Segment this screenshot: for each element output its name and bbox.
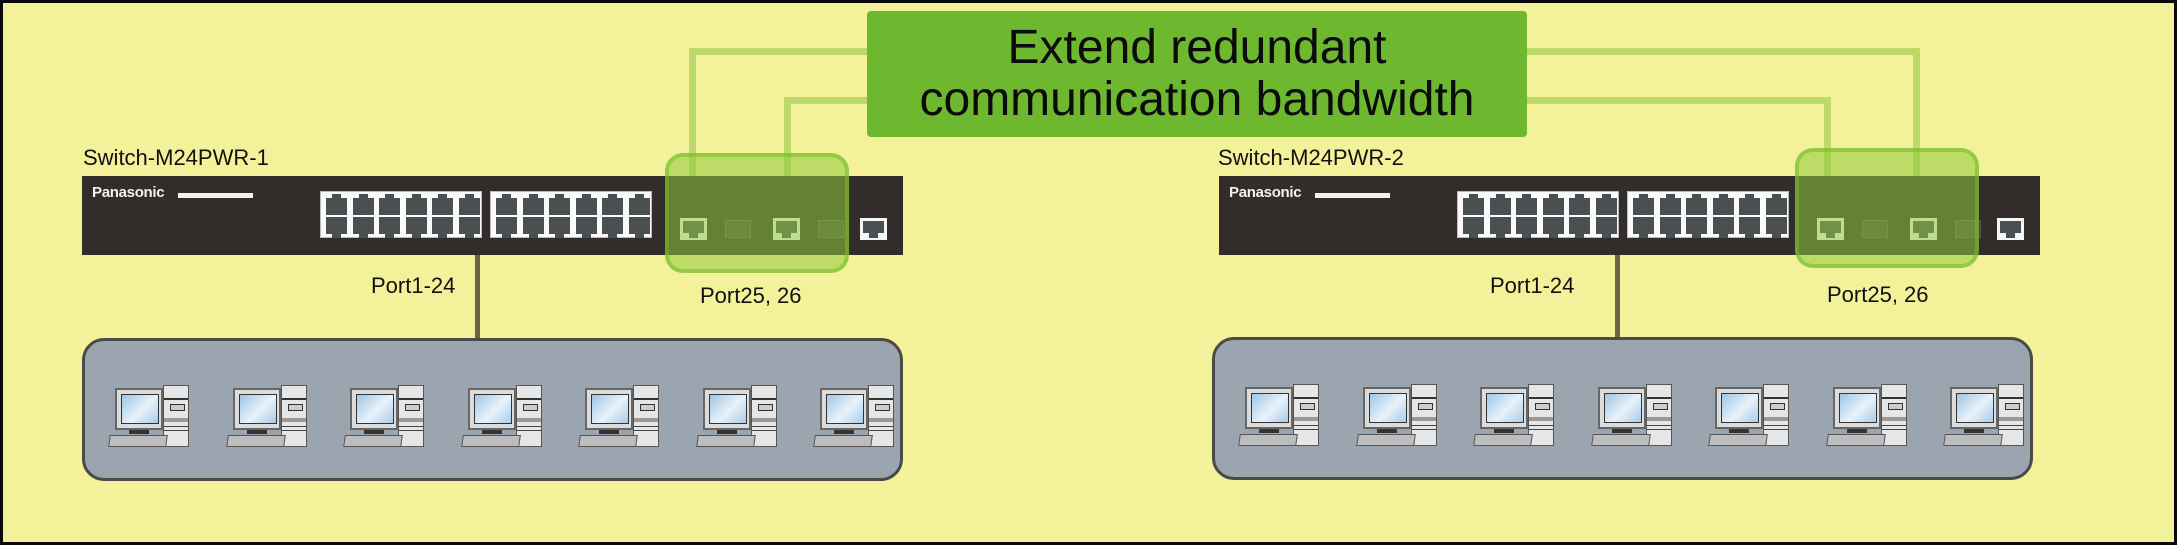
rj45-port-icon (1569, 194, 1590, 215)
rj45-port-icon (628, 194, 650, 215)
brand-logo: Panasonic (1229, 184, 1302, 201)
rj45-port-icon (1542, 217, 1564, 238)
desktop-computer-icon (578, 385, 663, 449)
rj45-port-icon (496, 194, 517, 215)
switch-1-label: Switch-M24PWR-1 (83, 145, 269, 170)
uplink-highlight-2 (1795, 148, 1979, 268)
link-line-bottom-horizontal-right (1525, 97, 1831, 104)
rj45-port-icon (522, 217, 544, 238)
rj45-port-icon (1712, 194, 1734, 215)
rj45-port-icon (1633, 217, 1654, 238)
title-line-1: Extend redundant (1007, 21, 1387, 74)
rj45-port-icon (496, 217, 517, 238)
rj45-port-icon (575, 194, 597, 215)
switch-2-downlink-label: Port1-24 (1490, 273, 1575, 298)
rj45-port-icon (432, 194, 453, 215)
rj45-port-icon (1686, 194, 1707, 215)
brand-bar (178, 193, 253, 198)
switch-1-cable (475, 255, 480, 339)
rj45-port-icon (1739, 217, 1760, 238)
rj45-port-icon (352, 217, 374, 238)
port-block-2 (1627, 191, 1789, 238)
desktop-computer-icon (695, 385, 781, 449)
brand-bar (1315, 193, 1390, 198)
rj45-port-icon (326, 217, 347, 238)
port-block-2 (490, 191, 652, 238)
rj45-port-icon (1463, 217, 1484, 238)
link-line-top-vertical-right (1913, 48, 1920, 233)
rj45-port-icon (1595, 217, 1617, 238)
switch-1-downlink-label: Port1-24 (371, 273, 456, 298)
console-port (860, 218, 887, 240)
rj45-port-icon (1686, 217, 1707, 238)
port-block-1 (320, 191, 482, 238)
title-line-2: communication bandwidth (919, 73, 1475, 126)
desktop-computer-icon (1473, 384, 1558, 448)
desktop-computer-icon (108, 385, 193, 449)
rj45-port-icon (379, 217, 400, 238)
rj45-port-icon (1712, 217, 1734, 238)
rj45-port-icon (628, 217, 650, 238)
rj45-port-icon (1765, 217, 1787, 238)
rj45-port-icon (602, 217, 623, 238)
switch-2-cable (1615, 255, 1620, 338)
rj45-port-icon (1595, 194, 1617, 215)
rj45-port-icon (1633, 194, 1654, 215)
rj45-port-icon (1542, 194, 1564, 215)
rj45-port-icon (1659, 194, 1681, 215)
rj45-port-icon (1489, 194, 1511, 215)
rj45-port-icon (549, 217, 570, 238)
desktop-computer-icon (1355, 384, 1441, 448)
link-line-bottom-horizontal-left (784, 97, 869, 104)
rj45-port-icon (1516, 217, 1537, 238)
pc-group-2 (1212, 337, 2033, 480)
desktop-computer-icon (225, 385, 311, 449)
rj45-port-icon (522, 194, 544, 215)
switch-1-uplink-label: Port25, 26 (700, 283, 802, 308)
rj45-port-icon (1463, 194, 1484, 215)
port-block-1 (1457, 191, 1619, 238)
title-box: Extend redundant communication bandwidth (867, 11, 1527, 137)
rj45-port-icon (458, 217, 480, 238)
brand-logo: Panasonic (92, 184, 165, 201)
uplink-highlight-1 (665, 153, 849, 273)
rj45-port-icon (549, 194, 570, 215)
switch-2-label: Switch-M24PWR-2 (1218, 145, 1404, 170)
desktop-computer-icon (1238, 384, 1323, 448)
rj45-port-icon (379, 194, 400, 215)
desktop-computer-icon (1943, 384, 2028, 448)
desktop-computer-icon (460, 385, 546, 449)
rj45-port-icon (1765, 194, 1787, 215)
desktop-computer-icon (343, 385, 428, 449)
switch-2-uplink-label: Port25, 26 (1827, 282, 1929, 307)
rj45-port-icon (1516, 194, 1537, 215)
rj45-port-icon (432, 217, 453, 238)
desktop-computer-icon (1825, 384, 1911, 448)
link-line-top-vertical-left (689, 48, 696, 233)
link-line-top-horizontal-left (689, 48, 869, 55)
rj45-port-icon (1489, 217, 1511, 238)
rj45-port-icon (1659, 217, 1681, 238)
rj45-port-icon (602, 194, 623, 215)
rj45-port-icon (405, 217, 427, 238)
desktop-computer-icon (813, 385, 898, 449)
desktop-computer-icon (1590, 384, 1676, 448)
desktop-computer-icon (1708, 384, 1793, 448)
rj45-port-icon (458, 194, 480, 215)
rj45-port-icon (352, 194, 374, 215)
rj45-port-icon (1569, 217, 1590, 238)
rj45-port-icon (326, 194, 347, 215)
rj45-port-icon (405, 194, 427, 215)
console-port (1997, 218, 2024, 240)
link-line-top-horizontal-right (1525, 48, 1920, 55)
pc-group-1 (82, 338, 903, 481)
rj45-port-icon (575, 217, 597, 238)
rj45-port-icon (1739, 194, 1760, 215)
